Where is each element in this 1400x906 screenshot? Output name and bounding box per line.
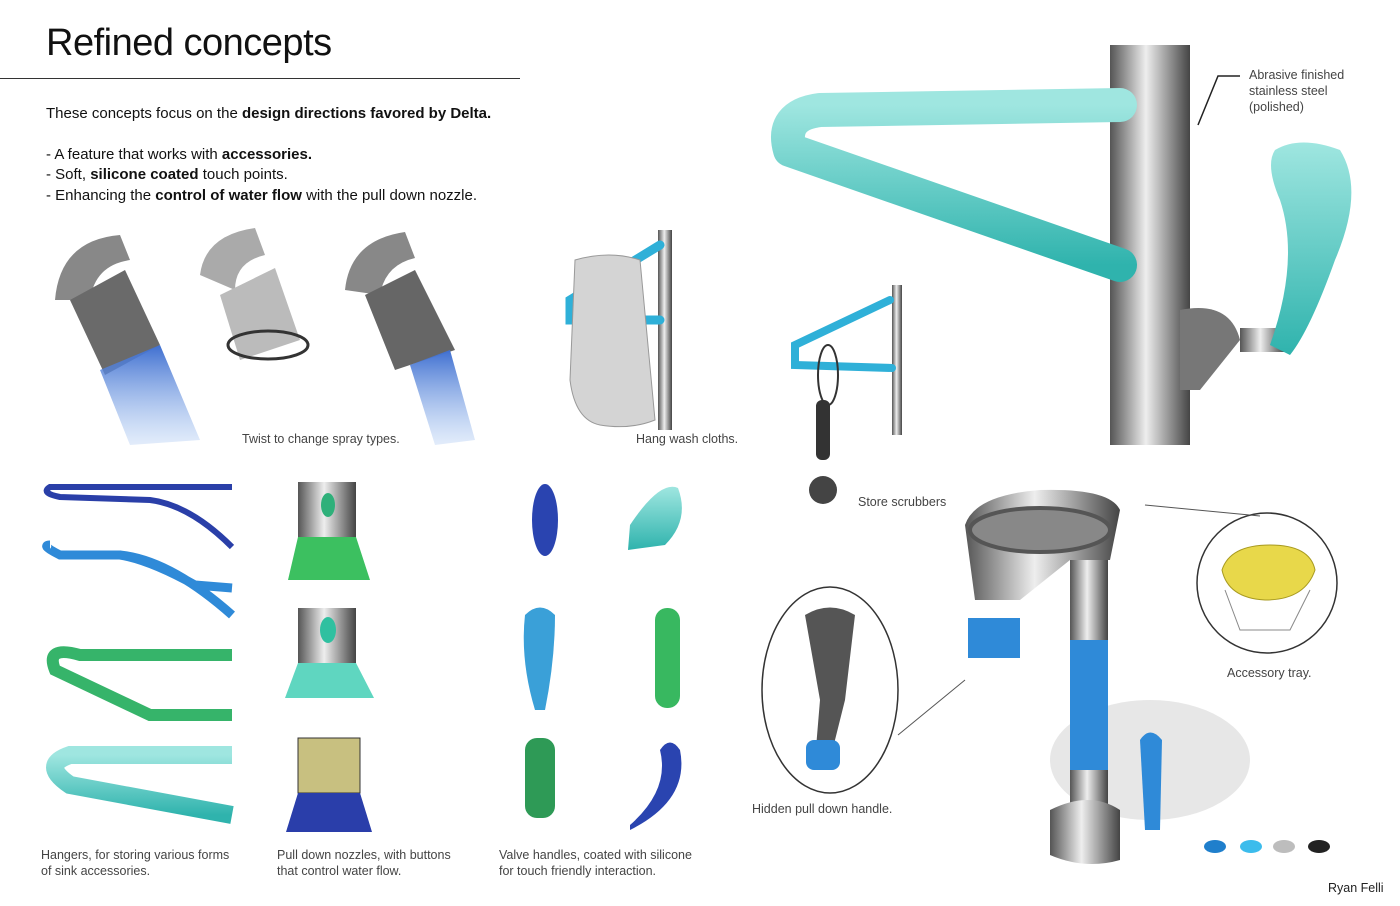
caption-valves: Valve handles, coated with silicone for … bbox=[499, 847, 692, 879]
bullet-bold: accessories. bbox=[221, 146, 312, 163]
bullet-1: - A feature that works with accessories. bbox=[46, 146, 312, 163]
bullet-text: - Enhancing the bbox=[46, 187, 156, 204]
color-swatch-gray bbox=[1273, 840, 1295, 853]
caption-line: that control water flow. bbox=[277, 864, 402, 878]
bullet-text: - A feature that works with bbox=[46, 146, 222, 163]
large-hanger-closeup bbox=[771, 45, 1352, 445]
bullet-text: with the pull down nozzle. bbox=[301, 187, 478, 204]
caption-line: (polished) bbox=[1249, 100, 1304, 114]
bullet-2: - Soft, silicone coated touch points. bbox=[46, 166, 288, 183]
caption-hangers: Hangers, for storing various forms of si… bbox=[41, 847, 229, 879]
intro-lead-text: These concepts focus on the bbox=[46, 105, 242, 122]
title-divider bbox=[0, 78, 520, 79]
page-title: Refined concepts bbox=[46, 22, 332, 64]
towel-hanger bbox=[565, 230, 672, 430]
hanger-variants bbox=[42, 484, 235, 824]
caption-scrubbers: Store scrubbers bbox=[858, 495, 947, 509]
bullet-text: - Soft, bbox=[46, 166, 91, 183]
bullet-bold: control of water flow bbox=[155, 187, 302, 204]
faucet-render bbox=[965, 489, 1250, 864]
valve-handle-variants bbox=[523, 484, 682, 830]
caption-nozzles: Pull down nozzles, with buttons that con… bbox=[277, 847, 451, 879]
bullet-3: - Enhancing the control of water flow wi… bbox=[46, 187, 477, 204]
caption-hidden-handle: Hidden pull down handle. bbox=[752, 802, 893, 816]
caption-line: stainless steel bbox=[1249, 84, 1328, 98]
intro-lead: These concepts focus on the design direc… bbox=[46, 105, 491, 122]
caption-line: Pull down nozzles, with buttons bbox=[277, 848, 451, 862]
caption-line: Hangers, for storing various forms bbox=[41, 848, 230, 862]
bullet-text: touch points. bbox=[198, 166, 288, 183]
spray-head-2 bbox=[200, 228, 310, 361]
caption-tray: Accessory tray. bbox=[1227, 666, 1312, 680]
intro-lead-bold: design directions favored by Delta. bbox=[241, 105, 492, 122]
color-swatch-black bbox=[1308, 840, 1330, 853]
color-swatch-blue bbox=[1204, 840, 1226, 853]
accessory-tray-detail bbox=[1144, 504, 1338, 654]
spray-head-1 bbox=[55, 235, 200, 445]
caption-material: Abrasive finished stainless steel (polis… bbox=[1249, 67, 1344, 115]
color-swatch-light-blue bbox=[1240, 840, 1262, 853]
caption-line: for touch friendly interaction. bbox=[499, 864, 657, 878]
bullet-bold: silicone coated bbox=[90, 166, 199, 183]
nozzle-variants bbox=[285, 482, 374, 832]
caption-line: of sink accessories. bbox=[41, 864, 151, 878]
caption-line: Valve handles, coated with silicone bbox=[499, 848, 692, 862]
scrubber-hanger bbox=[791, 285, 902, 504]
hidden-handle-detail bbox=[761, 586, 966, 794]
caption-hang: Hang wash cloths. bbox=[636, 432, 739, 446]
spray-head-3 bbox=[345, 232, 475, 445]
author-credit: Ryan Felli bbox=[1328, 881, 1384, 895]
caption-twist: Twist to change spray types. bbox=[242, 432, 400, 446]
caption-line: Abrasive finished bbox=[1249, 68, 1345, 82]
